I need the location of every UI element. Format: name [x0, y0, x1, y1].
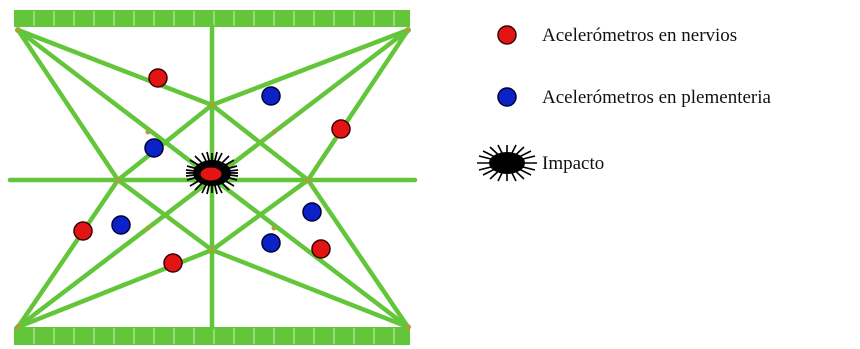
- legend-item-ribs: Acelerómetros en nervios: [472, 18, 737, 52]
- starburst-icon: [472, 144, 542, 182]
- legend-item-impact: Impacto: [472, 144, 605, 182]
- web-accelerometers: [111, 86, 322, 253]
- blue-dot-icon: [472, 80, 542, 114]
- web-sensor: [261, 233, 281, 253]
- rib-sensor: [73, 221, 93, 241]
- legend-label-impact: Impacto: [542, 152, 605, 174]
- top-rail: [14, 10, 410, 27]
- rib-sensor: [148, 68, 168, 88]
- rib-nodes: [15, 27, 411, 330]
- rib-sensor: [331, 119, 351, 139]
- web-sensor: [302, 202, 322, 222]
- impact-starburst: [185, 151, 239, 195]
- web-sensor: [261, 86, 281, 106]
- legend-label-webs: Acelerómetros en plementeria: [542, 86, 771, 108]
- legend-item-webs: Acelerómetros en plementeria: [472, 80, 771, 114]
- legend-label-ribs: Acelerómetros en nervios: [542, 24, 738, 46]
- bottom-rail: [14, 327, 410, 345]
- web-sensor: [111, 215, 131, 235]
- web-sensor: [144, 138, 164, 158]
- rib-sensor: [311, 239, 331, 259]
- red-dot-icon: [472, 18, 542, 52]
- rib-accelerometers: [73, 68, 351, 273]
- rib-sensor: [163, 253, 183, 273]
